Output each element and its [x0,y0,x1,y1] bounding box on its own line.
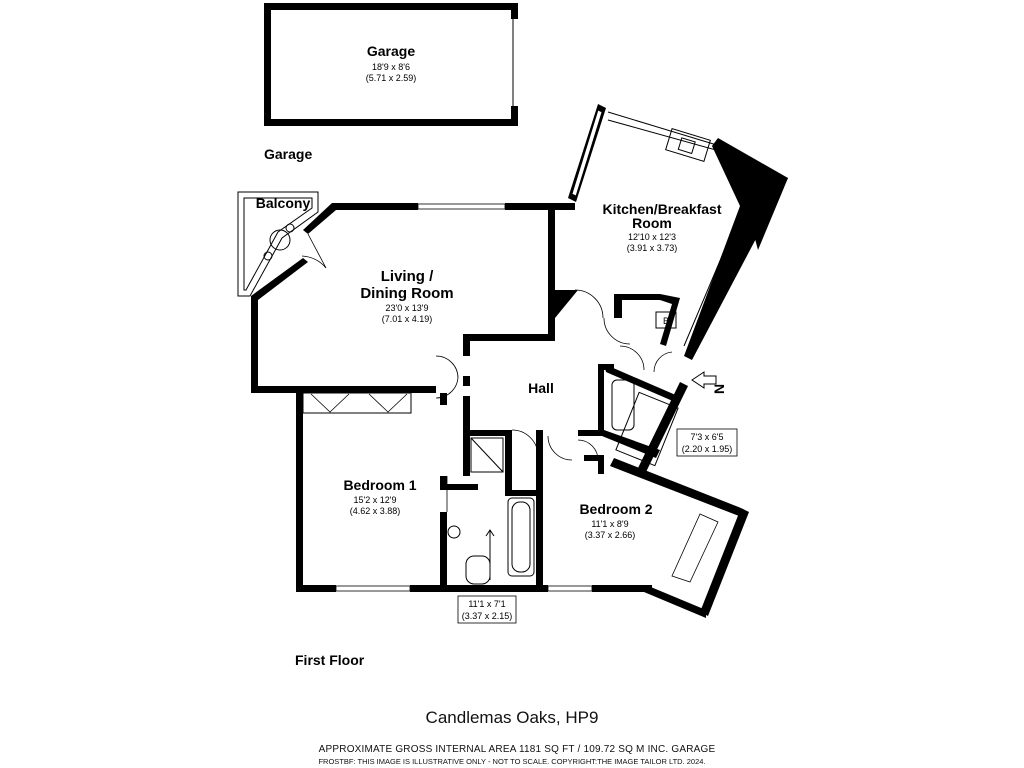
balcony-room-name: Balcony [256,195,311,211]
bedroom1-dimensions-metric: (4.62 x 3.88) [350,506,401,516]
door-swings [301,233,719,583]
bedroom2-dimensions-imperial: 11'1 x 8'9 [591,519,628,529]
living-window [417,203,506,210]
garage-dimensions-imperial: 18'9 x 8'6 [372,62,410,72]
living-room-name-line2: Dining Room [360,285,453,302]
copyright-note: FROSTBF: THIS IMAGE IS ILLUSTRATIVE ONLY… [318,757,706,766]
bathroom-dimensions-imperial: 11'1 x 7'1 [468,599,505,609]
exterior-walls [251,104,788,618]
boiler-label: B [663,316,669,326]
ensuite-wc-icon [611,379,635,431]
living-dimensions-metric: (7.01 x 4.19) [382,314,433,324]
north-arrow-icon [691,371,717,389]
north-label: N [711,384,727,394]
basin-icon [447,525,461,539]
balcony-chair-icon [263,251,273,261]
gross-area-note: APPROXIMATE GROSS INTERNAL AREA 1181 SQ … [318,744,716,755]
bedroom2-window [547,585,593,592]
floor-section-heading: First Floor [295,652,365,668]
garage-room-name: Garage [367,43,415,59]
kitchen-room-name-line2: Room [632,215,672,231]
kitchen-sink-icon [665,128,711,162]
bedroom1-room-name: Bedroom 1 [343,477,416,493]
boiler-icon [655,311,677,329]
ensuite-dimensions-imperial: 7'3 x 6'5 [691,432,724,442]
bathtub-icon [507,497,535,577]
living-room-name-line1: Living / [381,268,434,285]
living-dimensions-imperial: 23'0 x 13'9 [386,303,429,313]
shower-icon [470,437,504,473]
balcony-outline [237,191,319,297]
wc-icon [465,555,491,585]
property-title: Candlemas Oaks, HP9 [425,708,599,727]
bathroom-dimensions-metric: (3.37 x 2.15) [462,611,513,621]
bathroom-dimension-box [457,595,517,624]
hall-room-name: Hall [528,380,554,396]
ensuite-dimension-box [676,428,738,457]
garage-outline [264,3,518,126]
ensuite-bath-icon [615,391,679,467]
balcony-door [301,233,327,269]
balcony-table-icon [269,229,291,251]
kitchen-room-name-line1: Kitchen/Breakfast [602,201,721,217]
ensuite-dimensions-metric: (2.20 x 1.95) [682,444,733,454]
fixtures: B [447,119,745,585]
kitchen-dimensions-metric: (3.91 x 3.73) [627,243,678,253]
bedroom2-dimensions-metric: (3.37 x 2.66) [585,530,636,540]
garage-section-heading: Garage [264,146,312,162]
kitchen-dimensions-imperial: 12'10 x 12'3 [628,232,676,242]
bedroom2-room-name: Bedroom 2 [579,501,652,517]
kitchen-window [571,109,603,197]
bedroom1-dimensions-imperial: 15'2 x 12'9 [354,495,397,505]
bedroom1-window [335,585,411,592]
interior-walls [302,210,680,592]
garage-dimensions-metric: (5.71 x 2.59) [366,73,417,83]
